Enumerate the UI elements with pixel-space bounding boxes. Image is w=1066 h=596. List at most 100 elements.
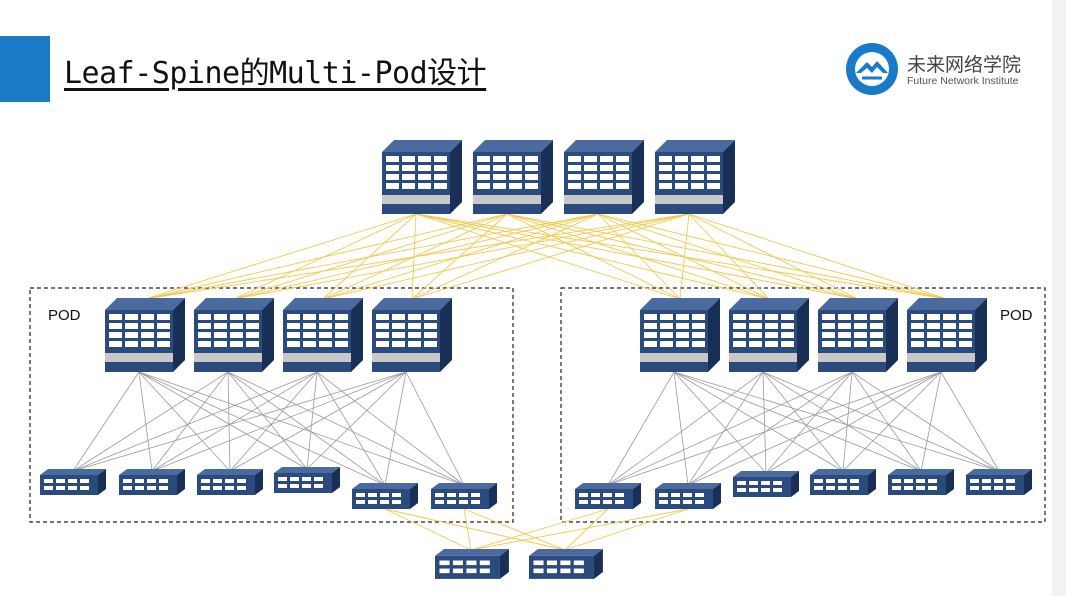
pod-label-left: POD — [48, 307, 81, 324]
border-link — [564, 508, 689, 551]
super-spine-link — [679, 213, 690, 300]
spine-switch — [283, 298, 363, 372]
leaf-switch — [810, 469, 876, 495]
fabric-link — [765, 371, 942, 474]
fabric-link — [607, 371, 853, 486]
super-spine-link — [506, 213, 681, 300]
fabric-link — [138, 371, 153, 472]
leaf-switch — [966, 469, 1032, 495]
spine-switch — [818, 298, 898, 372]
fabric-link — [72, 371, 140, 472]
spine-switch — [640, 298, 720, 372]
fabric-link — [138, 371, 465, 486]
border-link — [470, 508, 689, 551]
fabric-link — [673, 371, 767, 474]
fabric-link — [673, 371, 689, 486]
border-link — [463, 508, 566, 551]
fabric-link — [405, 371, 465, 486]
leaf-switch — [431, 483, 497, 509]
spine-switch — [194, 298, 274, 372]
fabric-link — [72, 371, 229, 472]
super-spine-link — [144, 213, 599, 300]
fabric-link — [920, 371, 942, 472]
pod-label-right: POD — [1000, 307, 1033, 324]
border-link — [384, 508, 566, 551]
logo-name-cn: 未来网络学院 — [907, 54, 1022, 76]
border-leaf-links — [384, 508, 689, 551]
slide-edge — [1052, 0, 1066, 596]
leaf-switch — [197, 469, 263, 495]
mountain-logo-icon — [846, 43, 898, 95]
fabric-link — [384, 371, 407, 486]
super-spine-link — [688, 213, 770, 300]
super-spine-link — [688, 213, 859, 300]
fabric-link — [138, 371, 308, 470]
fabric-link — [72, 371, 407, 472]
fabric-link — [765, 371, 853, 474]
institute-logo: 未来网络学院 Future Network Institute — [843, 40, 1033, 98]
fabric-link — [940, 371, 1000, 472]
pod-boundary-left — [29, 287, 514, 523]
fabric-link — [607, 371, 942, 486]
pod-fabric-links — [72, 371, 1000, 486]
leaf-switch — [119, 469, 185, 495]
border-link — [463, 508, 472, 551]
super-spine-switch — [655, 140, 735, 214]
slide-title: Leaf-Spine的Multi-Pod设计 — [64, 56, 487, 91]
super-spine-links — [144, 213, 948, 300]
super-spine-link — [411, 213, 690, 300]
fabric-link — [229, 371, 318, 472]
fabric-link — [151, 371, 229, 472]
spine-switch — [907, 298, 987, 372]
fabric-link — [227, 371, 465, 486]
fabric-link — [229, 371, 407, 472]
fabric-link — [306, 371, 407, 470]
fabric-link — [687, 371, 853, 486]
fabric-link — [762, 371, 767, 474]
super-spine-link — [322, 213, 690, 300]
switch-nodes — [40, 140, 1032, 579]
fabric-link — [227, 371, 308, 470]
super-spine-link — [144, 213, 690, 300]
super-spine-link — [688, 213, 948, 300]
super-spine-link — [144, 213, 417, 300]
fabric-link — [607, 371, 675, 486]
leaf-switch — [352, 483, 418, 509]
fabric-link — [851, 371, 1000, 472]
leaf-switch — [733, 471, 799, 497]
fabric-link — [306, 371, 318, 470]
fabric-link — [762, 371, 844, 472]
fabric-link — [607, 371, 764, 486]
title-accent-bar — [0, 36, 50, 102]
fabric-link — [151, 371, 407, 472]
leaf-switch — [40, 469, 106, 495]
fabric-link — [673, 371, 1000, 472]
fabric-link — [227, 371, 231, 472]
super-spine-link — [233, 213, 690, 300]
fabric-link — [762, 371, 922, 472]
fabric-link — [673, 371, 922, 472]
fabric-link — [316, 371, 386, 486]
external-border-switch — [529, 549, 603, 579]
fabric-link — [687, 371, 942, 486]
fabric-link — [138, 371, 231, 472]
fabric-link — [687, 371, 764, 486]
logo-name-en: Future Network Institute — [907, 75, 1019, 87]
fabric-link — [72, 371, 318, 472]
fabric-link — [851, 371, 922, 472]
fabric-link — [673, 371, 844, 472]
super-spine-switch — [473, 140, 553, 214]
border-link — [564, 508, 609, 551]
fabric-link — [762, 371, 1000, 472]
fabric-link — [842, 371, 942, 472]
leaf-switch — [655, 483, 721, 509]
super-spine-switch — [564, 140, 644, 214]
fabric-link — [151, 371, 318, 472]
border-link — [470, 508, 609, 551]
super-spine-switch — [382, 140, 462, 214]
fabric-link — [842, 371, 853, 472]
super-spine-link — [415, 213, 681, 300]
leaf-switch — [274, 467, 340, 493]
super-spine-link — [597, 213, 770, 300]
